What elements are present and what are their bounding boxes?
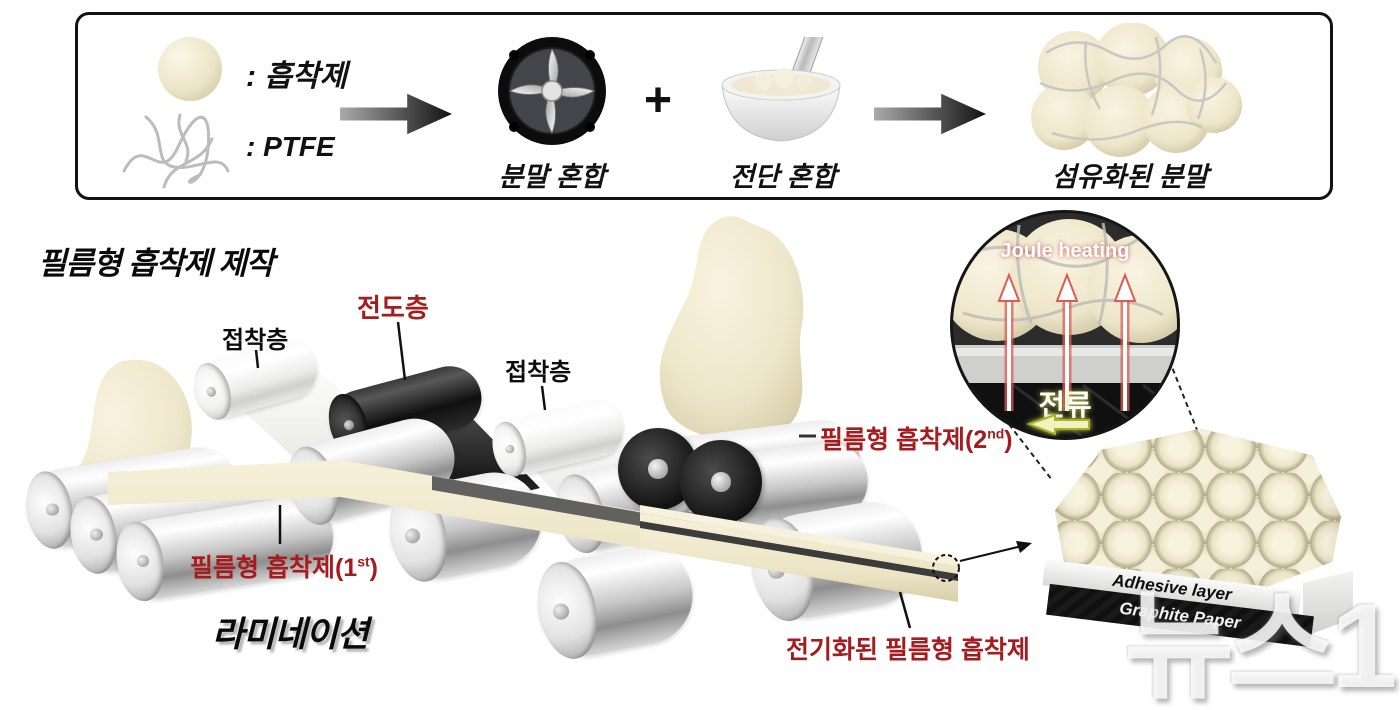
dough-blob-2 [659,216,804,441]
mortar-bowl-icon [721,37,841,142]
ptfe-label: : PTFE [246,131,335,162]
fiberized-powder-icon [1031,23,1242,157]
adsorbent-label: : 흡착제 [246,60,348,93]
section-title: 필름형 흡착제 제작 [38,246,274,281]
flanged-roller-disk [680,440,762,524]
plus-sign: + [644,74,673,127]
electrified-film-label: 전기화된 필름형 흡착제 [786,636,1030,664]
current-label: 전류 [1038,389,1091,422]
joule-heating-label: Joule heating [1001,240,1130,262]
film-adsorbent-1st-label: 필름형 흡착제(1st) [190,553,378,582]
ptfe-fiber-icon [122,113,230,189]
news1-watermark: 뉴스1 [1124,579,1398,710]
current-direction-arrow [1026,413,1090,436]
blender-blade-icon [498,37,606,145]
fiberized-powder-label: 섬유화된 분말 [1051,162,1209,192]
shear-mixing-label: 전단 혼합 [729,162,837,192]
flow-arrow-icon [340,93,452,135]
joule-heating-scene: Joule heating 전류 [953,213,1177,437]
joule-heat-arrows [997,272,1137,411]
arrow-to-stack-head [1016,541,1032,553]
roller [530,538,701,664]
electrified-adsorbent-stack: Adhesive layer Graphite Paper [1035,425,1353,690]
lamination-label: 라미네이션 [212,615,369,654]
adhesive-layer-label-1: 접착층 [222,327,289,354]
legend-box: : 흡착제 : PTFE [75,12,1333,200]
joule-heating-inset: Joule heating 전류 [950,210,1180,440]
conductive-layer-label: 전도층 [357,293,429,323]
powder-mixing-label: 분말 혼합 [498,162,606,192]
arrow-to-stack [959,545,1023,562]
adhesive-layer-label-2: 접착층 [505,359,572,386]
flow-arrow-icon [874,93,986,135]
magnifier-dashed-circle [932,554,960,582]
film-adsorbent-2nd-label: 필름형 흡착제(2nd) [820,425,1013,454]
adsorbent-sphere-icon [158,37,222,101]
